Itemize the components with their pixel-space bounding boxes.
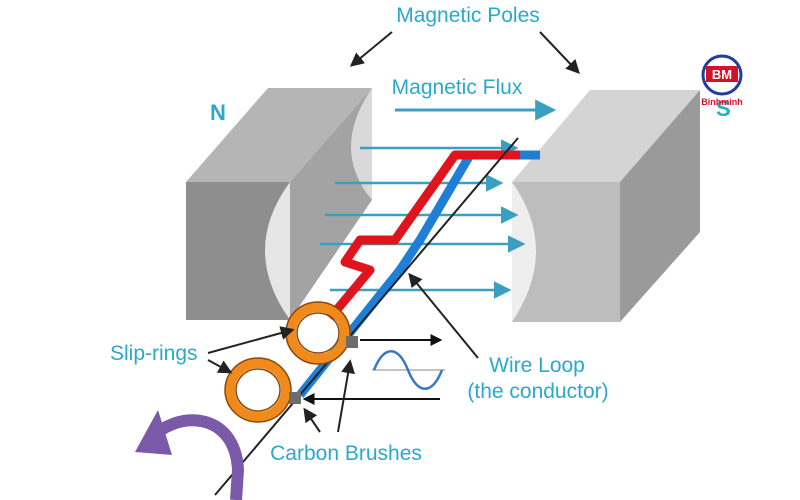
carbon-brush-lower — [289, 392, 301, 404]
slip-rings-label: Slip-rings — [110, 342, 198, 365]
south-magnet — [512, 90, 700, 322]
logo-band — [706, 66, 738, 82]
logo-name: Binhminh — [701, 97, 743, 107]
wire-loop-label: Wire Loop — [489, 354, 585, 377]
conductor-label: (the conductor) — [467, 380, 608, 403]
north-magnet — [186, 88, 372, 320]
logo-initials: BM — [712, 67, 732, 82]
north-pole-label: N — [210, 100, 226, 125]
carbon-brush-upper — [346, 336, 358, 348]
slip-ring-lower — [224, 357, 292, 423]
magnetic-flux-label: Magnetic Flux — [392, 76, 523, 99]
magnetic-poles-label: Magnetic Poles — [396, 4, 540, 27]
rotation-arrow — [135, 410, 245, 500]
slip-ring-upper — [285, 301, 351, 365]
brand-logo: BM Binhminh — [701, 54, 743, 107]
rotation-axle — [214, 137, 519, 496]
pointer-arrows — [207, 31, 580, 433]
south-pole-label: S — [716, 96, 731, 121]
wire-loop-red — [326, 150, 520, 321]
flux-arrows — [320, 99, 557, 299]
ac-sine-wave — [372, 350, 445, 390]
carbon-brushes-label: Carbon Brushes — [270, 442, 422, 465]
